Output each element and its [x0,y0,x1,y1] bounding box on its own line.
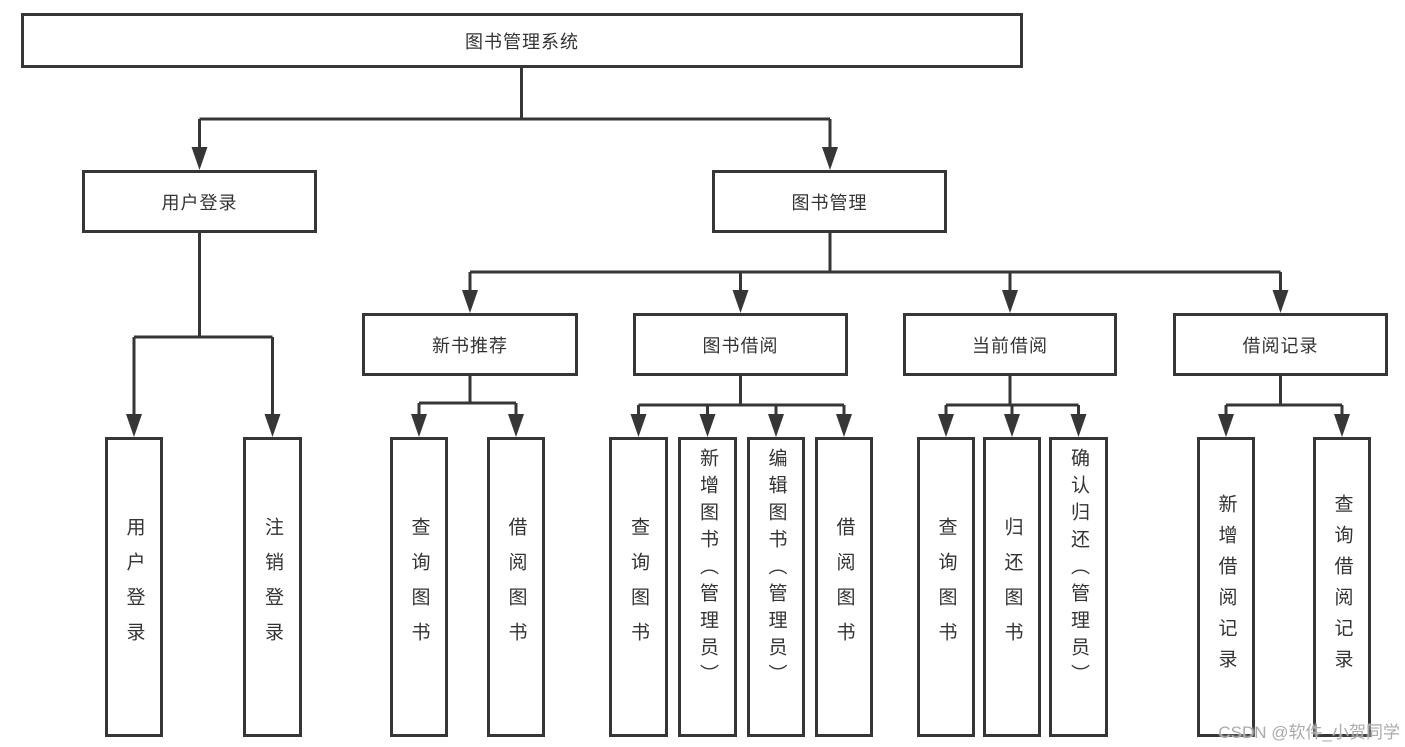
leaf-return-books: 归还图书 [983,437,1041,737]
leaf-label: 确认归还（管理员） [1068,448,1089,691]
node-label: 图书管理系统 [465,31,579,52]
leaf-query-borrow-record: 查询借阅记录 [1313,437,1371,737]
leaf-confirm-return-admin: 确认归还（管理员） [1049,437,1108,737]
leaf-label: 借阅图书 [505,517,527,657]
leaf-label: 注销登录 [262,517,283,657]
leaf-logout: 注销登录 [243,437,302,737]
node-label: 用户登录 [161,192,238,213]
leaf-user-login: 用户登录 [105,437,163,737]
leaf-label: 用户登录 [123,517,145,657]
leaf-borrow-books-recommend: 借阅图书 [487,437,545,737]
node-book-borrowing: 图书借阅 [633,313,848,376]
arrowheads [126,147,1350,437]
leaf-query-books-current: 查询图书 [917,437,975,737]
leaf-label: 查询借阅记录 [1331,494,1353,680]
node-user-login: 用户登录 [82,170,317,233]
leaf-label: 查询图书 [408,517,430,657]
node-label: 当前借阅 [972,335,1048,356]
node-current-borrowing: 当前借阅 [903,313,1117,376]
leaf-label: 查询图书 [628,517,649,657]
leaf-label: 编辑图书（管理员） [765,448,787,691]
node-new-book-recommend: 新书推荐 [362,313,578,376]
leaf-label: 查询图书 [935,517,957,657]
leaf-add-books-admin: 新增图书（管理员） [678,437,737,737]
leaf-edit-books-admin: 编辑图书（管理员） [747,437,805,737]
leaf-query-books-recommend: 查询图书 [390,437,448,737]
node-label: 图书借阅 [702,335,779,356]
node-label: 图书管理 [791,192,868,213]
node-label: 借阅记录 [1242,335,1319,356]
node-borrow-records: 借阅记录 [1173,313,1388,376]
leaf-label: 新增图书（管理员） [697,448,718,691]
leaf-label: 借阅图书 [833,517,855,657]
csdn-watermark: CSDN @软件_小贺同学 [1218,723,1400,742]
leaf-query-books-borrowing: 查询图书 [609,437,668,737]
leaf-add-borrow-record: 新增借阅记录 [1197,437,1255,737]
node-label: 新书推荐 [432,335,508,356]
leaf-borrow-books: 借阅图书 [815,437,873,737]
node-library-management-system: 图书管理系统 [21,13,1023,68]
leaf-label: 归还图书 [1001,517,1023,657]
leaf-label: 新增借阅记录 [1215,494,1237,680]
node-book-management: 图书管理 [712,170,947,233]
